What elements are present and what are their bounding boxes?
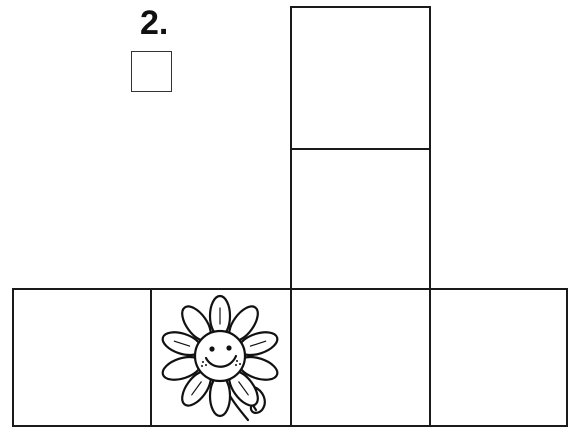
problem-number: 2. [140, 3, 168, 43]
flower-icon [152, 290, 290, 425]
net-face-top-1 [290, 6, 431, 150]
answer-box[interactable] [131, 51, 172, 92]
net-face-bottom-3 [290, 288, 431, 427]
net-face-bottom-4 [429, 288, 568, 427]
net-face-bottom-1 [12, 288, 152, 427]
net-face-top-2 [290, 148, 431, 290]
